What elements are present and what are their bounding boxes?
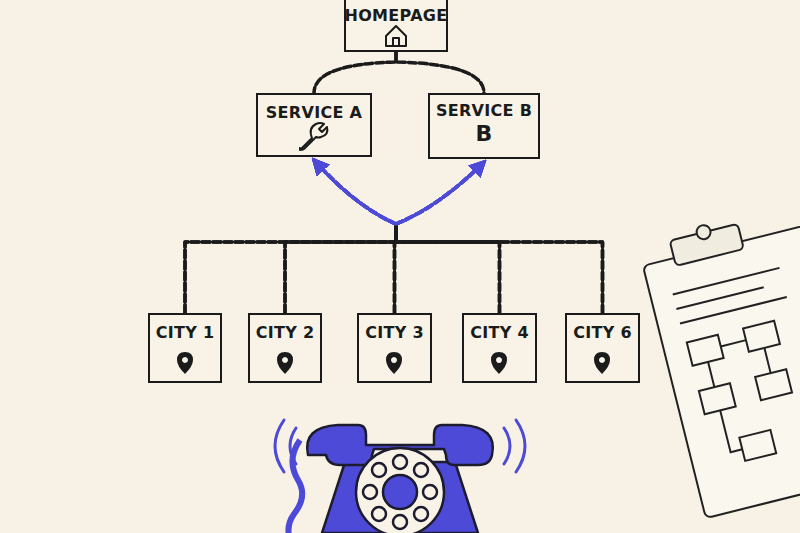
node-box: SERVICE A [256,93,372,157]
node-label: CITY 3 [365,323,424,343]
chain-connector [185,162,484,313]
wrench-icon [300,123,327,150]
chain-connector [395,162,485,313]
telephone-illustration [275,420,525,533]
chain-segment [396,162,484,224]
node-sublabel: B [476,121,493,147]
node-box: CITY 6 [565,313,640,383]
chain-segment [314,160,396,224]
chain-connector [285,162,484,313]
node-label: CITY 2 [256,323,315,343]
chain-segment [396,162,484,224]
node-label: CITY 4 [470,323,529,343]
chain-segment [314,160,396,224]
chain-segment [396,224,603,313]
chain-connector [396,52,484,93]
chain-segment [396,224,500,313]
chain-connector [314,52,396,93]
clipboard-illustration [637,196,800,518]
chain-segment [396,162,484,224]
chain-segment [314,52,396,93]
node-label: SERVICE B [436,101,532,121]
chain-segment [314,160,396,224]
node-box: CITY 3 [357,313,432,383]
chain-segment [314,160,396,224]
chain-connector [285,160,396,313]
chain-connector [185,160,396,313]
chain-segment [396,224,603,313]
node-label: CITY 6 [573,323,632,343]
chain-segment [396,52,484,93]
node-label: HOMEPAGE [345,6,448,26]
pin-icons [177,352,610,374]
chain-segment [396,224,500,313]
chain-segment [185,224,396,313]
chain-connector [314,160,500,313]
chain-connector [314,160,603,313]
house-icon [386,26,406,46]
chain-connector [314,160,396,313]
node-label: SERVICE A [266,103,362,123]
chain-segment [396,162,484,224]
node-box: CITY 1 [148,313,222,383]
chain-segment [285,224,396,313]
node-box: SERVICE BB [428,93,540,159]
node-box: CITY 2 [248,313,322,383]
chain-connector [396,162,500,313]
chain-segment [396,162,484,224]
chain-segment [185,224,396,313]
node-box: HOMEPAGE [344,0,448,52]
node-label: CITY 1 [156,323,215,343]
chain-segment [285,224,396,313]
node-box: CITY 4 [462,313,537,383]
chain-segment [314,160,396,224]
chain-connector [396,162,603,313]
